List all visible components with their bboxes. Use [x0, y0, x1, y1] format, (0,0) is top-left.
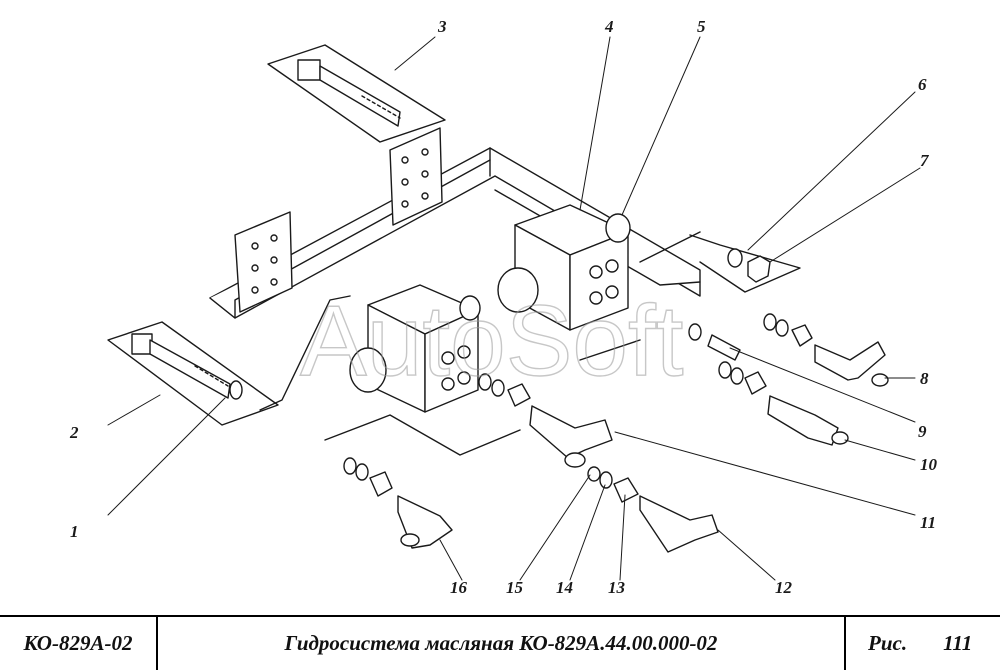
leader-lines — [107, 36, 921, 581]
mounting-plate-right — [389, 127, 443, 226]
callout-6: 6 — [918, 75, 927, 94]
callout-1: 1 — [70, 522, 79, 541]
fittings — [343, 248, 889, 553]
model-code: КО-829А-02 — [0, 617, 158, 670]
callout-15: 15 — [506, 578, 524, 597]
watermark-text: AutoSoft — [300, 285, 684, 397]
figure-number: 111 — [943, 631, 973, 655]
callout-11: 11 — [920, 513, 936, 532]
valve-block-lower — [349, 284, 481, 413]
bolt-2-group — [107, 321, 279, 426]
title-block: КО-829А-02 Гидросистема масляная КО-829А… — [0, 615, 1000, 670]
callout-2: 2 — [69, 423, 79, 442]
group-brackets — [259, 231, 801, 456]
callout-13: 13 — [608, 578, 626, 597]
drawing-title: Гидросистема масляная КО-829А.44.00.000-… — [158, 617, 846, 670]
callout-labels: 1 2 3 4 5 6 7 8 9 10 11 12 13 14 15 16 — [69, 17, 938, 597]
callout-4: 4 — [604, 17, 614, 36]
callout-9: 9 — [918, 422, 927, 441]
callout-5: 5 — [697, 17, 706, 36]
valve-block-upper — [497, 204, 631, 331]
figure-reference: Рис. 111 — [846, 617, 1000, 670]
callout-14: 14 — [556, 578, 573, 597]
callout-16: 16 — [450, 578, 468, 597]
figure-label: Рис. — [868, 631, 908, 655]
exploded-parts-diagram: AutoSoft 1 2 3 4 5 6 7 8 9 10 11 12 13 1… — [69, 17, 938, 597]
callout-12: 12 — [775, 578, 793, 597]
mounting-plate-left — [234, 211, 293, 313]
callout-8: 8 — [920, 369, 929, 388]
callout-3: 3 — [437, 17, 447, 36]
callout-10: 10 — [920, 455, 938, 474]
callout-7: 7 — [920, 151, 930, 170]
bolt-3-group — [267, 44, 446, 143]
